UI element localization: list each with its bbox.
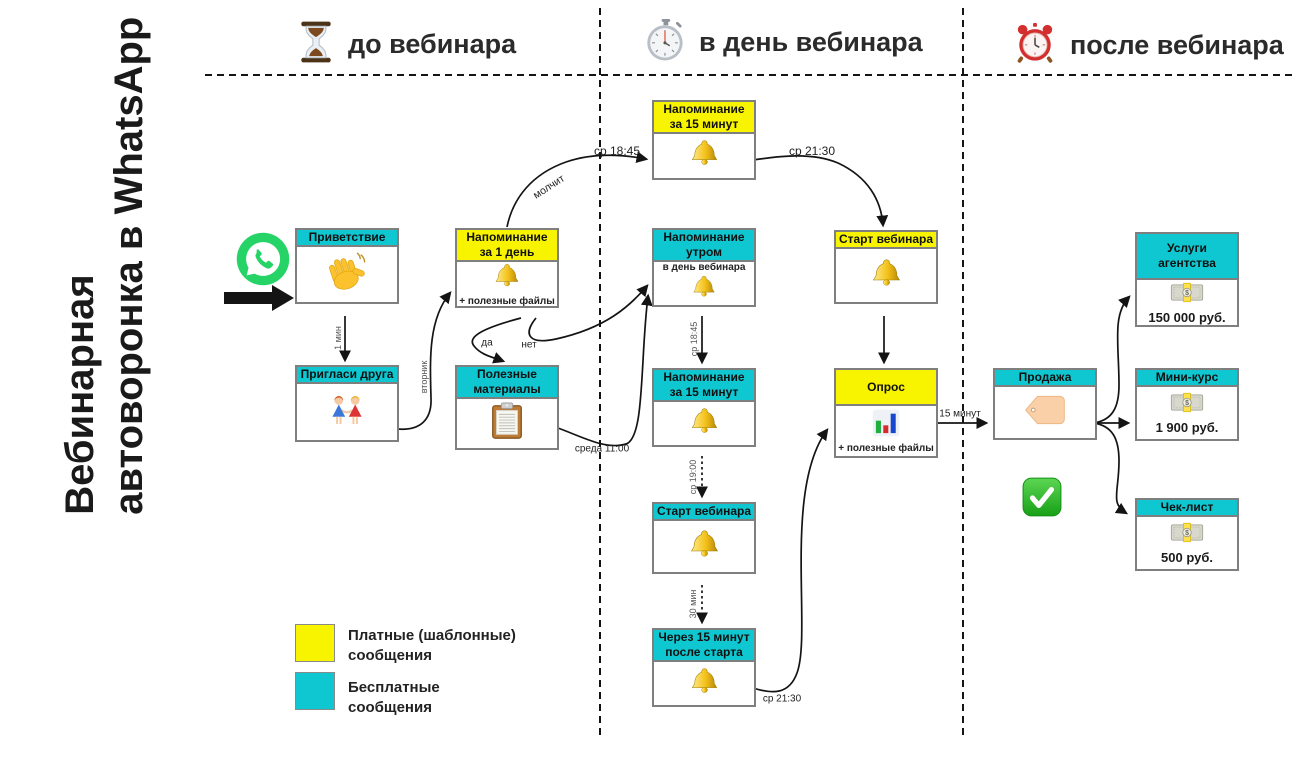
bell-icon [691,274,717,305]
node-reminder-1day[interactable]: Напоминание за 1 день + полезные файлы [455,228,559,308]
node-webinar-start-free-title: Старт вебинара [654,504,754,521]
edge-label-silent: молчит [531,172,567,202]
node-webinar-start-paid[interactable]: Старт вебинара [834,230,938,304]
edge-reminder15-to-startpaid [752,155,889,228]
node-after-15min[interactable]: Через 15 минут после старта [652,628,756,707]
bell-icon [689,406,720,442]
node-reminder-morning[interactable]: Напоминание утром в день вебинара [652,228,756,307]
node-reminder-morning-title: Напоминание утром [654,230,754,262]
node-reminder-15min-silent[interactable]: Напоминание за 15 минут [652,100,756,180]
clipboard-icon [488,401,526,446]
node-survey-title: Опрос [836,370,936,406]
node-useful-materials-title: Полезные материалы [457,367,557,399]
legend-paid-label: Платные (шаблонные) сообщения [348,627,516,665]
edge-label-15min: 15 минут [939,408,981,420]
node-useful-materials[interactable]: Полезные материалы [455,365,559,450]
node-sale-title: Продажа [995,370,1095,387]
waving-hand-icon [326,251,368,298]
section-before-label: до вебинара [348,29,517,59]
money-icon: $ [1170,521,1204,549]
node-reminder-15min-silent-title: Напоминание за 15 минут [654,102,754,134]
svg-text:$: $ [1185,400,1189,407]
edge-label-wed2130-after: ср 21:30 [762,693,802,705]
node-invite-friend[interactable]: Пригласи друга [295,365,399,442]
node-agency[interactable]: Услуги агентства $ 150 000 руб. [1135,232,1239,327]
edge-label-wed1845-evening: ср 18:45 [689,321,699,357]
edge-label-1min: 1 мин [333,326,343,350]
section-during-label: в день вебинара [699,27,923,57]
node-mini-course[interactable]: Мини-курс $ 1 900 руб. [1135,368,1239,441]
node-mini-course-title: Мини-курс [1137,370,1237,387]
edge-reminder1day-yes-to-materials [471,317,522,364]
bell-icon [689,138,720,174]
legend-free-swatch [295,672,335,710]
money-icon: $ [1170,281,1204,309]
edge-sale-to-agency [1093,295,1131,424]
legend-paid-swatch [295,624,335,662]
hourglass-icon [298,20,334,69]
node-greeting-title: Приветствие [297,230,397,247]
edge-after15-to-survey [752,428,829,693]
bell-icon [493,262,521,295]
edge-label-wed1100: среда 11:00 [574,443,630,455]
edge-label-yes: да [481,337,493,349]
bell-icon [870,257,903,295]
legend-free-label: Бесплатные сообщения [348,679,440,717]
edge-label-wed1900: ср 19:00 [688,459,698,495]
node-survey-note: + полезные файлы [838,442,934,454]
node-agency-price: 150 000 руб. [1148,309,1226,325]
node-webinar-start-free[interactable]: Старт вебинара [652,502,756,574]
section-after-label: после вебинара [1070,30,1284,60]
svg-text:$: $ [1185,530,1189,537]
node-checklist-price: 500 руб. [1161,550,1213,565]
divider-horizontal [205,74,1296,76]
section-after: после вебинара [1014,22,1284,69]
edge-materials-to-morning [557,293,653,447]
section-during: в день вебинара [643,18,923,67]
node-reminder-1day-note: + полезные файлы [459,295,555,307]
bell-icon [689,666,720,702]
edge-sale-to-checklist [1093,422,1129,515]
edge-label-wed2130: ср 21:30 [788,144,836,158]
bar-chart-icon [872,409,900,442]
node-webinar-start-paid-title: Старт вебинара [836,232,936,249]
node-greeting[interactable]: Приветствие [295,228,399,304]
edge-label-no: нет [521,339,537,351]
node-checklist-title: Чек-лист [1137,500,1237,517]
node-reminder-morning-subtitle: в день вебинара [662,262,746,273]
node-survey[interactable]: Опрос + полезные файлы [834,368,938,458]
edge-label-tuesday: вторник [419,360,429,394]
svg-text:$: $ [1185,290,1189,297]
divider-vertical-1 [599,8,601,735]
node-checklist[interactable]: Чек-лист $ 500 руб. [1135,498,1239,571]
node-invite-friend-title: Пригласи друга [297,367,397,384]
page-title: Вебинарная автоворонка в WhatsApp [58,16,151,515]
edge-reminder1day-silent-to-reminder15 [506,151,649,228]
entry-arrow-icon [222,284,296,317]
bell-icon [688,528,721,566]
node-reminder-1day-title: Напоминание за 1 день [457,230,557,262]
node-sale[interactable]: Продажа [993,368,1097,440]
node-after-15min-title: Через 15 минут после старта [654,630,754,662]
check-icon [1021,476,1063,523]
section-before: до вебинара [298,20,516,69]
two-women-icon [327,391,367,433]
stopwatch-icon [643,18,685,67]
alarm-clock-icon [1014,22,1056,69]
whatsapp-icon [235,231,291,292]
node-mini-course-price: 1 900 руб. [1155,420,1219,435]
edge-label-30min: 30 мин [688,589,698,619]
money-icon: $ [1170,391,1204,419]
edge-label-wed1845: ср 18:45 [593,144,641,158]
node-reminder-15min[interactable]: Напоминание за 15 минут [652,368,756,447]
divider-vertical-2 [962,8,964,735]
node-agency-title: Услуги агентства [1137,234,1237,280]
tag-icon [1023,394,1067,431]
node-reminder-15min-title: Напоминание за 15 минут [654,370,754,402]
